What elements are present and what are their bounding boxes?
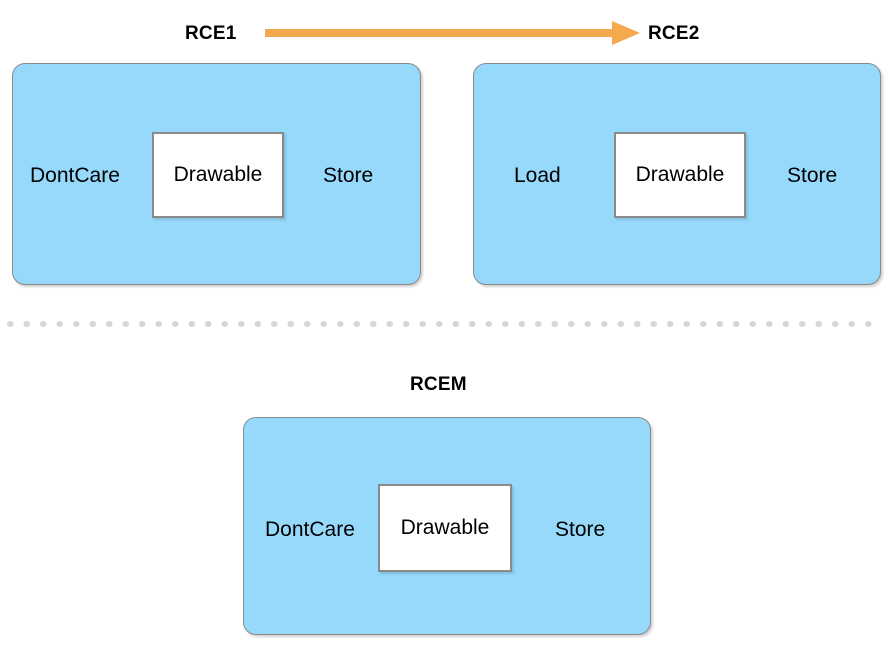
panel-rce2-right-label: Store bbox=[787, 164, 838, 187]
panel-rce2-left-label: Load bbox=[514, 164, 561, 187]
dotted-divider-icon bbox=[7, 321, 886, 327]
panel-rcem-drawable-box[interactable]: Drawable bbox=[378, 484, 512, 572]
panel-rcem-right-label: Store bbox=[555, 518, 606, 541]
heading-rce1: RCE1 bbox=[185, 23, 237, 44]
panel-rce1-right-label: Store bbox=[323, 164, 374, 187]
panel-rce2-drawable-label: Drawable bbox=[635, 163, 725, 186]
panel-rcem-left-label: DontCare bbox=[265, 518, 355, 541]
panel-rce2-drawable-box[interactable]: Drawable bbox=[614, 132, 746, 218]
panel-rcem-drawable-label: Drawable bbox=[400, 516, 490, 539]
panel-rce1-left-label: DontCare bbox=[30, 164, 120, 187]
heading-rcem: RCEM bbox=[410, 374, 467, 395]
heading-rce2: RCE2 bbox=[648, 23, 700, 44]
right-arrow-icon bbox=[265, 21, 640, 45]
panel-rce2[interactable]: Load Drawable Store bbox=[473, 63, 881, 285]
panel-rcem[interactable]: DontCare Drawable Store bbox=[243, 417, 651, 635]
panel-rce1-drawable-label: Drawable bbox=[173, 163, 263, 186]
panel-rce1[interactable]: DontCare Drawable Store bbox=[12, 63, 421, 285]
panel-rce1-drawable-box[interactable]: Drawable bbox=[152, 132, 284, 218]
